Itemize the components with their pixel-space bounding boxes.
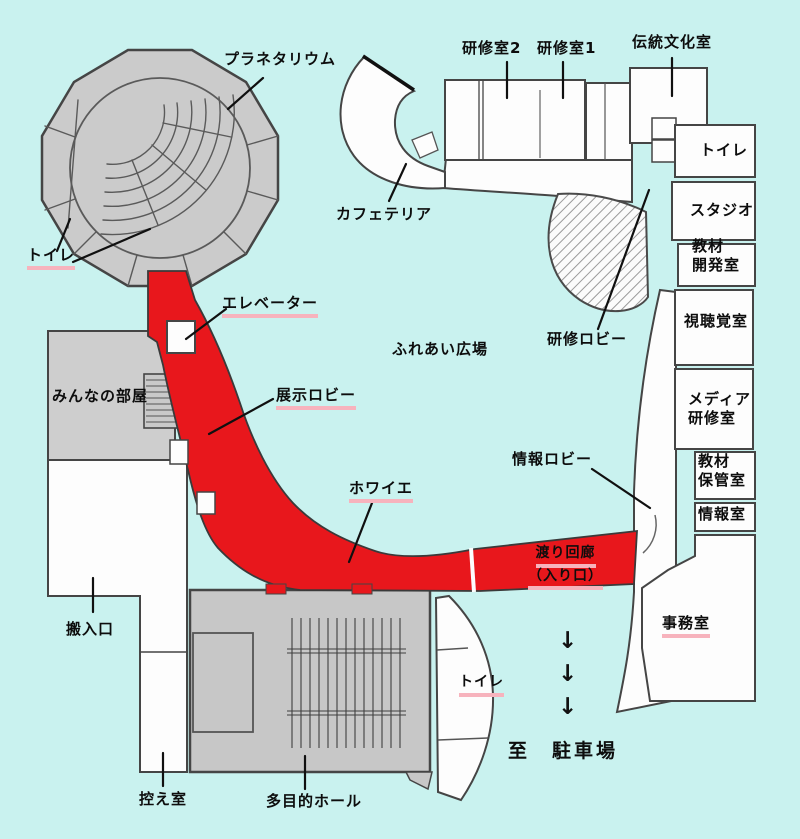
elevator-leader bbox=[184, 307, 228, 341]
door-arc bbox=[642, 514, 657, 554]
hall-door-notch bbox=[265, 583, 287, 595]
material-storage-line2: 保管室 bbox=[698, 470, 747, 489]
fureai-plaza-label: ふれあい広場 bbox=[392, 340, 489, 358]
down-arrow-icon: ↓ bbox=[558, 661, 578, 687]
studio-label: スタジオ bbox=[690, 201, 755, 219]
hall-door-notch bbox=[351, 583, 373, 595]
toilet-bottom-label: トイレ bbox=[459, 674, 504, 697]
multipurpose-hall-label: 多目的ホール bbox=[266, 792, 363, 810]
door-box bbox=[196, 491, 216, 515]
minna-room-label: みんなの部屋 bbox=[52, 387, 149, 405]
top-building-shape bbox=[339, 54, 708, 204]
stage-shape bbox=[192, 632, 254, 733]
material-storage-label: 教材保管室 bbox=[698, 452, 746, 490]
door-box bbox=[169, 439, 189, 465]
planetarium-label: プラネタリウム bbox=[224, 50, 337, 68]
crossing-corridor-line2: （入り口） bbox=[528, 568, 603, 590]
exhibition-lobby-leader bbox=[207, 397, 275, 436]
office-label: 事務室 bbox=[662, 614, 711, 638]
training-room-2-label: 研修室2 bbox=[462, 39, 522, 57]
toilet-leader bbox=[71, 227, 152, 264]
cafeteria-shape bbox=[339, 55, 446, 190]
exhibition-lobby-text: 展示ロビー bbox=[276, 386, 357, 410]
down-arrow-icon: ↓ bbox=[558, 694, 578, 720]
crossing-corridor-line1: 渡り回廊 bbox=[535, 545, 596, 568]
toilet-bottom-text: トイレ bbox=[459, 674, 504, 697]
information-room-label: 情報室 bbox=[698, 505, 747, 523]
office-text: 事務室 bbox=[662, 614, 711, 638]
office-shape bbox=[641, 534, 756, 702]
planetarium-shape bbox=[40, 48, 280, 288]
down-arrow-icon: ↓ bbox=[558, 628, 578, 654]
multipurpose-hall-shape bbox=[188, 588, 433, 791]
training-lobby-shape bbox=[547, 192, 650, 313]
media-training-line1: メディア bbox=[688, 390, 751, 408]
toilet-planetarium-label: トイレ bbox=[27, 246, 76, 270]
studio-shape bbox=[671, 181, 756, 241]
right-wing-shape bbox=[615, 124, 756, 714]
media-training-label: メディア研修室 bbox=[688, 390, 751, 428]
elevator-shape bbox=[166, 320, 196, 354]
media-training-line2: 研修室 bbox=[688, 408, 737, 427]
information-lobby-leader bbox=[590, 467, 652, 510]
crossing-corridor-label: 渡り回廊（入り口） bbox=[528, 545, 603, 590]
leader-lines bbox=[55, 56, 674, 791]
traditional-culture-label: 伝統文化室 bbox=[632, 33, 713, 51]
foyer-label: ホワイエ bbox=[349, 479, 413, 503]
training-lobby-leader bbox=[596, 188, 651, 331]
material-dev-shape bbox=[677, 243, 756, 287]
red-route-shape bbox=[147, 270, 638, 592]
material-dev-line2: 開発室 bbox=[692, 255, 741, 274]
information-lobby-label: 情報ロビー bbox=[512, 450, 593, 468]
toilet-wing-label: トイレ bbox=[700, 141, 749, 159]
bottom-toilet-shape bbox=[434, 594, 495, 802]
cafeteria-label: カフェテリア bbox=[336, 205, 433, 223]
carry-in-label: 搬入口 bbox=[66, 620, 115, 638]
waiting-room-label: 控え室 bbox=[139, 790, 188, 808]
exhibition-lobby-label: 展示ロビー bbox=[276, 386, 357, 410]
carry-in-building-shape bbox=[47, 459, 188, 773]
toilet-planetarium-text: トイレ bbox=[27, 246, 76, 270]
audio-visual-label: 視聴覚室 bbox=[684, 312, 749, 330]
to-parking-label: 至 駐車場 bbox=[508, 740, 619, 762]
toilet-leader bbox=[55, 217, 72, 253]
foyer-leader bbox=[347, 501, 374, 564]
planetarium-leader bbox=[226, 76, 265, 111]
material-storage-line1: 教材 bbox=[698, 452, 731, 470]
audio-visual-shape bbox=[674, 289, 754, 366]
material-dev-label: 教材開発室 bbox=[692, 237, 740, 275]
foyer-corridor-divider bbox=[469, 547, 476, 593]
elevator-text: エレベーター bbox=[222, 294, 319, 318]
information-room-shape bbox=[694, 502, 756, 532]
material-dev-line1: 教材 bbox=[692, 237, 725, 255]
toilet-room-shape bbox=[674, 124, 756, 178]
media-training-shape bbox=[674, 368, 754, 450]
training-lobby-label: 研修ロビー bbox=[547, 330, 628, 348]
training-room-1-label: 研修室1 bbox=[537, 39, 597, 57]
cafeteria-leader bbox=[387, 162, 408, 203]
foyer-text: ホワイエ bbox=[349, 479, 413, 503]
material-storage-shape bbox=[694, 451, 756, 500]
elevator-label: エレベーター bbox=[222, 294, 319, 318]
